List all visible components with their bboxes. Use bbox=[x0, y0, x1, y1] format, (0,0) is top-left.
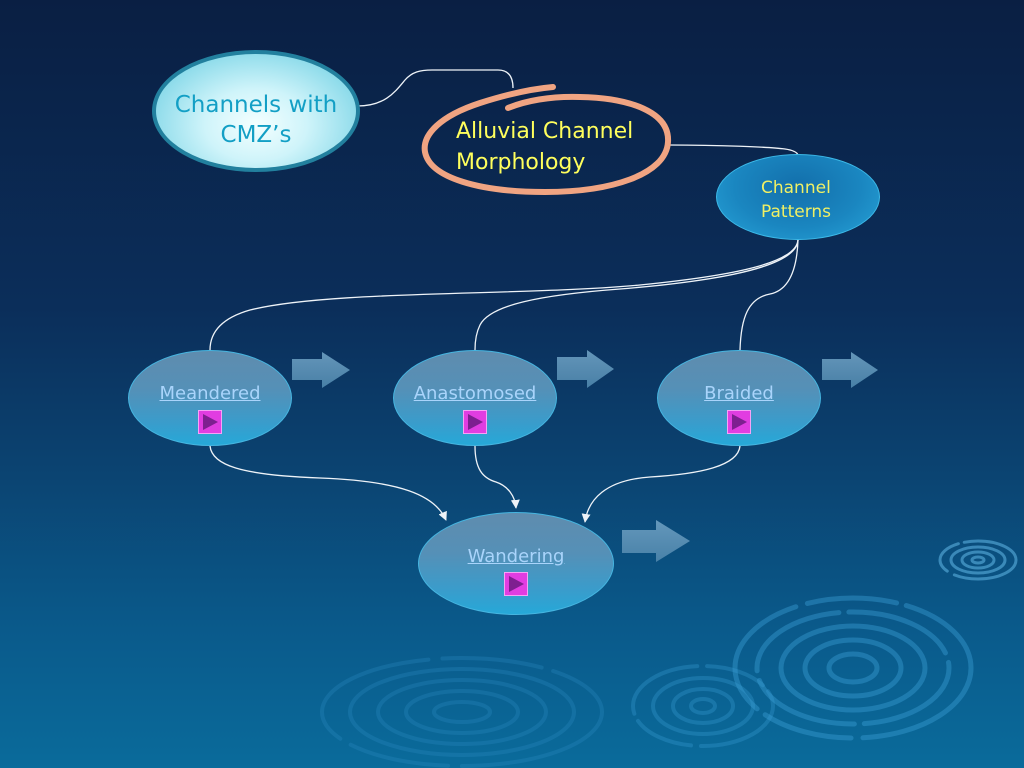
block-arrow-right-icon bbox=[822, 352, 878, 388]
node-anastomosed: Anastomosed bbox=[393, 350, 557, 446]
ripple-ring bbox=[404, 689, 520, 735]
root-node-label-line: CMZ’s bbox=[220, 122, 292, 148]
block-arrow-right-icon bbox=[557, 350, 614, 388]
anastomosed-play-button[interactable] bbox=[463, 410, 487, 434]
topic-title-line: Morphology bbox=[456, 150, 586, 175]
link-row: Meandered bbox=[129, 384, 291, 404]
ripple-ring bbox=[651, 676, 755, 736]
root-node-label-line: Channels with bbox=[174, 92, 338, 118]
meandered-link[interactable]: Meandered bbox=[159, 383, 261, 404]
connector-meandered-to-wandering bbox=[209, 445, 447, 521]
connector-braided-to-wandering bbox=[581, 445, 741, 523]
next-arrows bbox=[292, 350, 878, 562]
braided-play-button[interactable] bbox=[727, 410, 751, 434]
ripple-ring bbox=[960, 550, 996, 570]
ripple-medium bbox=[631, 664, 775, 748]
topic-title: Alluvial Channel Morphology bbox=[456, 116, 633, 178]
connector-anastomosed-to-wandering bbox=[474, 445, 520, 509]
node-meandered: Meandered bbox=[128, 350, 292, 446]
ripple-ring bbox=[949, 545, 1007, 575]
connector-topic-to-hub bbox=[667, 144, 799, 156]
link-row: Braided bbox=[658, 384, 820, 404]
ripple-ring bbox=[348, 667, 576, 757]
ripple-ring bbox=[970, 555, 986, 565]
play-icon bbox=[732, 414, 747, 430]
highlight-circle bbox=[421, 84, 672, 195]
ripple-ring bbox=[689, 697, 717, 715]
ripple-faint bbox=[320, 656, 604, 768]
connector-hub-to-braided bbox=[739, 239, 799, 351]
play-icon bbox=[468, 414, 483, 430]
play-icon bbox=[203, 414, 218, 430]
wandering-play-button[interactable] bbox=[504, 572, 528, 596]
block-arrow-right-icon bbox=[292, 352, 350, 388]
hub-node-label-line: Channel bbox=[761, 178, 831, 198]
ripple-ring bbox=[778, 623, 928, 713]
topic-title-line: Alluvial Channel bbox=[456, 119, 634, 144]
connector-root-to-topic bbox=[356, 69, 514, 107]
connector-hub-to-meandered bbox=[209, 239, 799, 351]
braided-link[interactable]: Braided bbox=[704, 383, 774, 404]
connector-hub-to-anastomosed bbox=[474, 239, 799, 351]
play-icon bbox=[509, 576, 524, 592]
connector-lines bbox=[209, 69, 799, 523]
ripple-ring bbox=[320, 656, 604, 768]
ripple-ring bbox=[432, 700, 492, 724]
ripple-ring bbox=[802, 637, 904, 699]
anastomosed-link[interactable]: Anastomosed bbox=[413, 383, 537, 404]
ripple-small bbox=[938, 539, 1018, 581]
meandered-play-button[interactable] bbox=[198, 410, 222, 434]
ripple-ring bbox=[826, 651, 880, 685]
hub-node-label-line: Patterns bbox=[761, 202, 832, 222]
hub-node-label: Channel Patterns bbox=[761, 176, 831, 224]
node-channel-patterns: Channel Patterns bbox=[716, 154, 880, 240]
ripple-large bbox=[732, 595, 974, 741]
node-channels-with-cmzs: Channels with CMZ’s bbox=[152, 50, 360, 172]
node-wandering: Wandering bbox=[418, 512, 614, 615]
link-row: Anastomosed bbox=[394, 384, 556, 404]
node-braided: Braided bbox=[657, 350, 821, 446]
ripple-ring bbox=[754, 609, 952, 727]
ripple-ring bbox=[376, 678, 548, 746]
link-row: Wandering bbox=[419, 547, 613, 567]
ripple-ring bbox=[631, 664, 775, 748]
wandering-link[interactable]: Wandering bbox=[467, 546, 565, 567]
ripple-ring bbox=[938, 539, 1018, 581]
ripple-ring bbox=[732, 595, 974, 741]
block-arrow-right-icon bbox=[622, 520, 690, 562]
ripple-ring bbox=[671, 687, 735, 725]
